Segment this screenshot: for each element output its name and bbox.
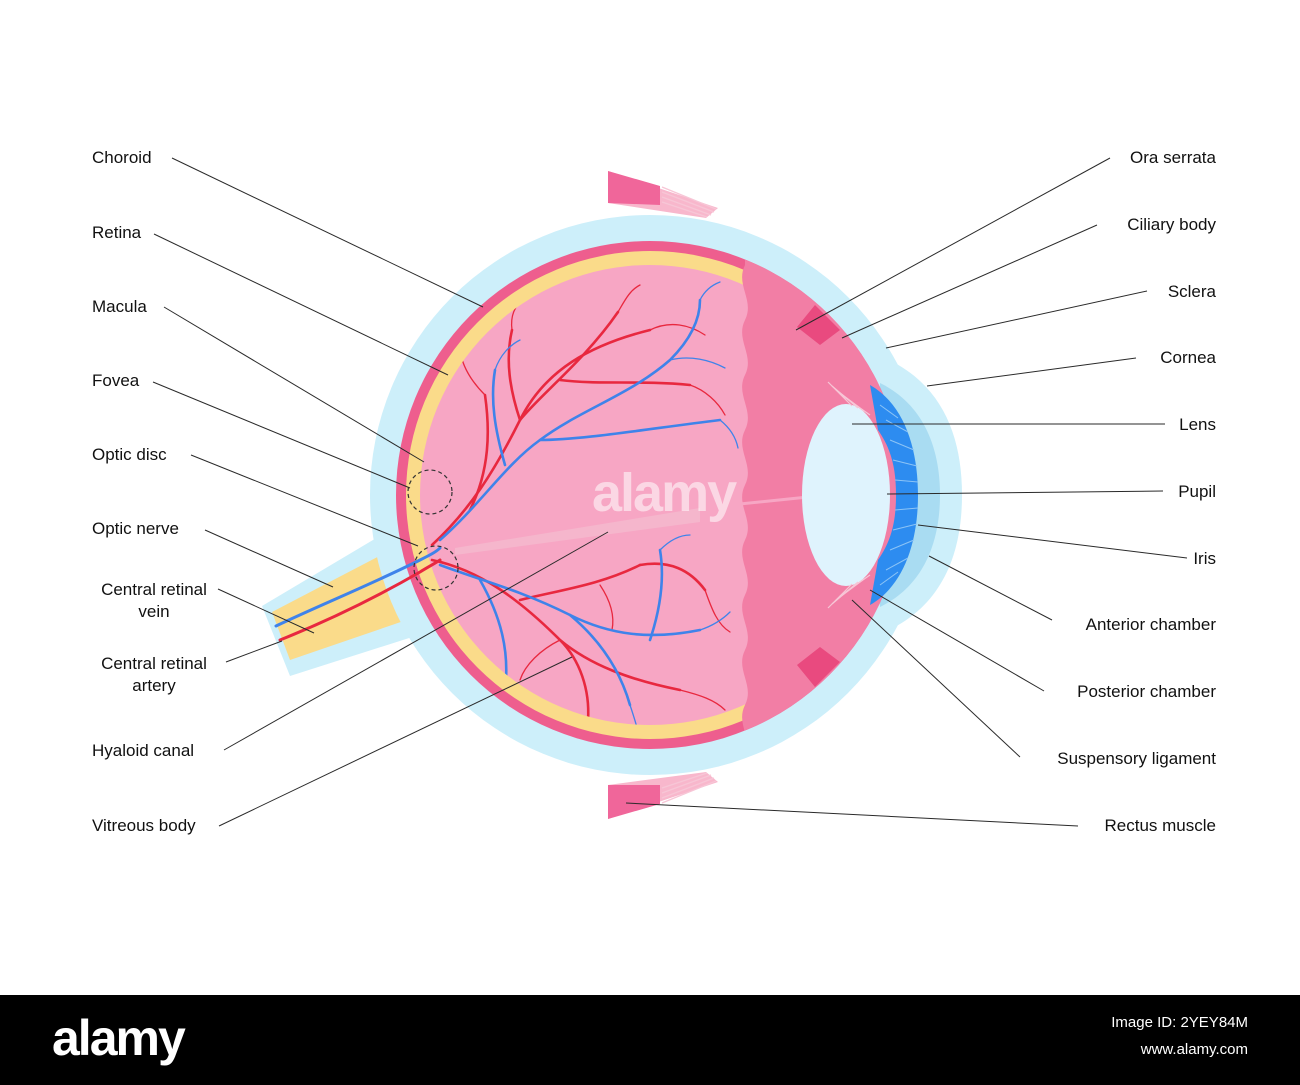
label-central-retinal-artery: Central retinal artery: [101, 654, 207, 695]
label-sclera: Sclera: [1167, 282, 1216, 301]
label-optic-disc: Optic disc: [92, 445, 167, 464]
leader-lines: [152, 157, 1188, 827]
watermark: alamy: [592, 463, 737, 523]
ora-serrata-shape: [797, 305, 840, 345]
iris-shape: [870, 385, 919, 605]
hyaloid-canal-shape: [455, 508, 700, 555]
label-iris: Iris: [1193, 549, 1216, 568]
label-optic-nerve: Optic nerve: [92, 519, 179, 538]
rectus-muscle-top: [608, 171, 718, 218]
label-anterior-chamber: Anterior chamber: [1085, 615, 1216, 634]
optic-nerve-vessels: [274, 546, 442, 642]
lens-shape: [802, 404, 890, 586]
label-macula: Macula: [92, 297, 147, 316]
label-hyaloid-canal: Hyaloid canal: [92, 741, 195, 760]
label-retina: Retina: [92, 223, 142, 242]
site-url[interactable]: www.alamy.com: [1140, 1041, 1248, 1058]
label-fovea: Fovea: [92, 371, 140, 390]
label-ora-serrata: Ora serrata: [1130, 148, 1216, 167]
retinal-vessels: [430, 281, 739, 725]
suspensory-ligament-shape: [827, 381, 871, 609]
eye-anatomy-diagram: alamy Choroid Retina Macula Fovea Optic …: [92, 148, 1216, 835]
label-ciliary-body: Ciliary body: [1127, 215, 1216, 234]
label-cornea: Cornea: [1160, 348, 1216, 367]
macula-marker: [407, 469, 453, 515]
label-choroid: Choroid: [92, 148, 152, 167]
alamy-logo[interactable]: alamy: [52, 1010, 186, 1066]
label-central-retinal-vein: Central retinal vein: [101, 580, 207, 621]
eye-cross-section: [152, 157, 1188, 827]
label-suspensory-ligament: Suspensory ligament: [1057, 749, 1216, 768]
label-posterior-chamber: Posterior chamber: [1077, 682, 1216, 701]
label-lens: Lens: [1179, 415, 1216, 434]
label-pupil: Pupil: [1178, 482, 1216, 501]
rectus-muscle-bottom: [608, 772, 718, 819]
label-rectus-muscle: Rectus muscle: [1104, 816, 1216, 835]
label-vitreous-body: Vitreous body: [92, 816, 196, 835]
image-id: Image ID: 2YEY84M: [1111, 1014, 1248, 1031]
footer-bar: alamy Image ID: 2YEY84M www.alamy.com: [0, 995, 1300, 1085]
optic-disc-marker: [413, 545, 459, 591]
